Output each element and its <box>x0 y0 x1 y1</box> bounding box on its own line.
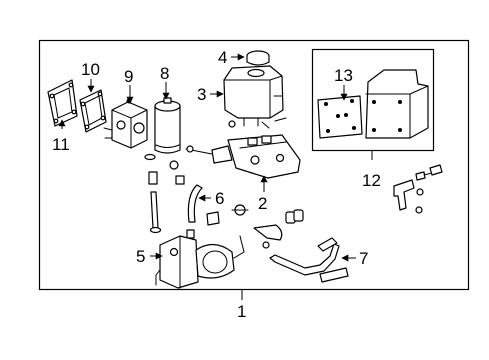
fittings-group <box>149 191 304 249</box>
callout-12: 12 <box>362 171 381 190</box>
master-cylinder-part <box>185 120 301 179</box>
callout-11: 11 <box>52 135 70 154</box>
callout-5: 5 <box>136 247 145 266</box>
pump-motor-part <box>155 235 245 289</box>
main-assembly-frame <box>38 39 470 291</box>
accumulator-part <box>144 97 181 161</box>
mounting-bracket-part <box>393 164 443 214</box>
brake-line-part <box>269 237 349 283</box>
gasket-plate-part <box>79 89 107 133</box>
callout-6: 6 <box>215 189 224 208</box>
callout-labels: 1 2 3 4 5 6 7 8 9 10 11 12 13 <box>52 48 381 321</box>
callout-10: 10 <box>81 60 100 79</box>
leader-lines <box>58 53 373 300</box>
reservoir-part <box>223 65 287 129</box>
callout-1: 1 <box>237 302 246 321</box>
inset-frame <box>311 48 435 152</box>
callout-4: 4 <box>218 48 227 67</box>
reservoir-cap-part <box>246 50 270 66</box>
control-module-part <box>317 69 429 139</box>
pump-bracket-part <box>103 98 148 149</box>
callout-3: 3 <box>197 85 206 104</box>
hose-part <box>148 160 203 223</box>
callout-9: 9 <box>124 67 133 86</box>
gasket-part <box>47 79 78 127</box>
callout-8: 8 <box>160 64 169 83</box>
callout-2: 2 <box>258 194 267 213</box>
callout-7: 7 <box>359 249 368 268</box>
callout-13: 13 <box>334 66 353 85</box>
